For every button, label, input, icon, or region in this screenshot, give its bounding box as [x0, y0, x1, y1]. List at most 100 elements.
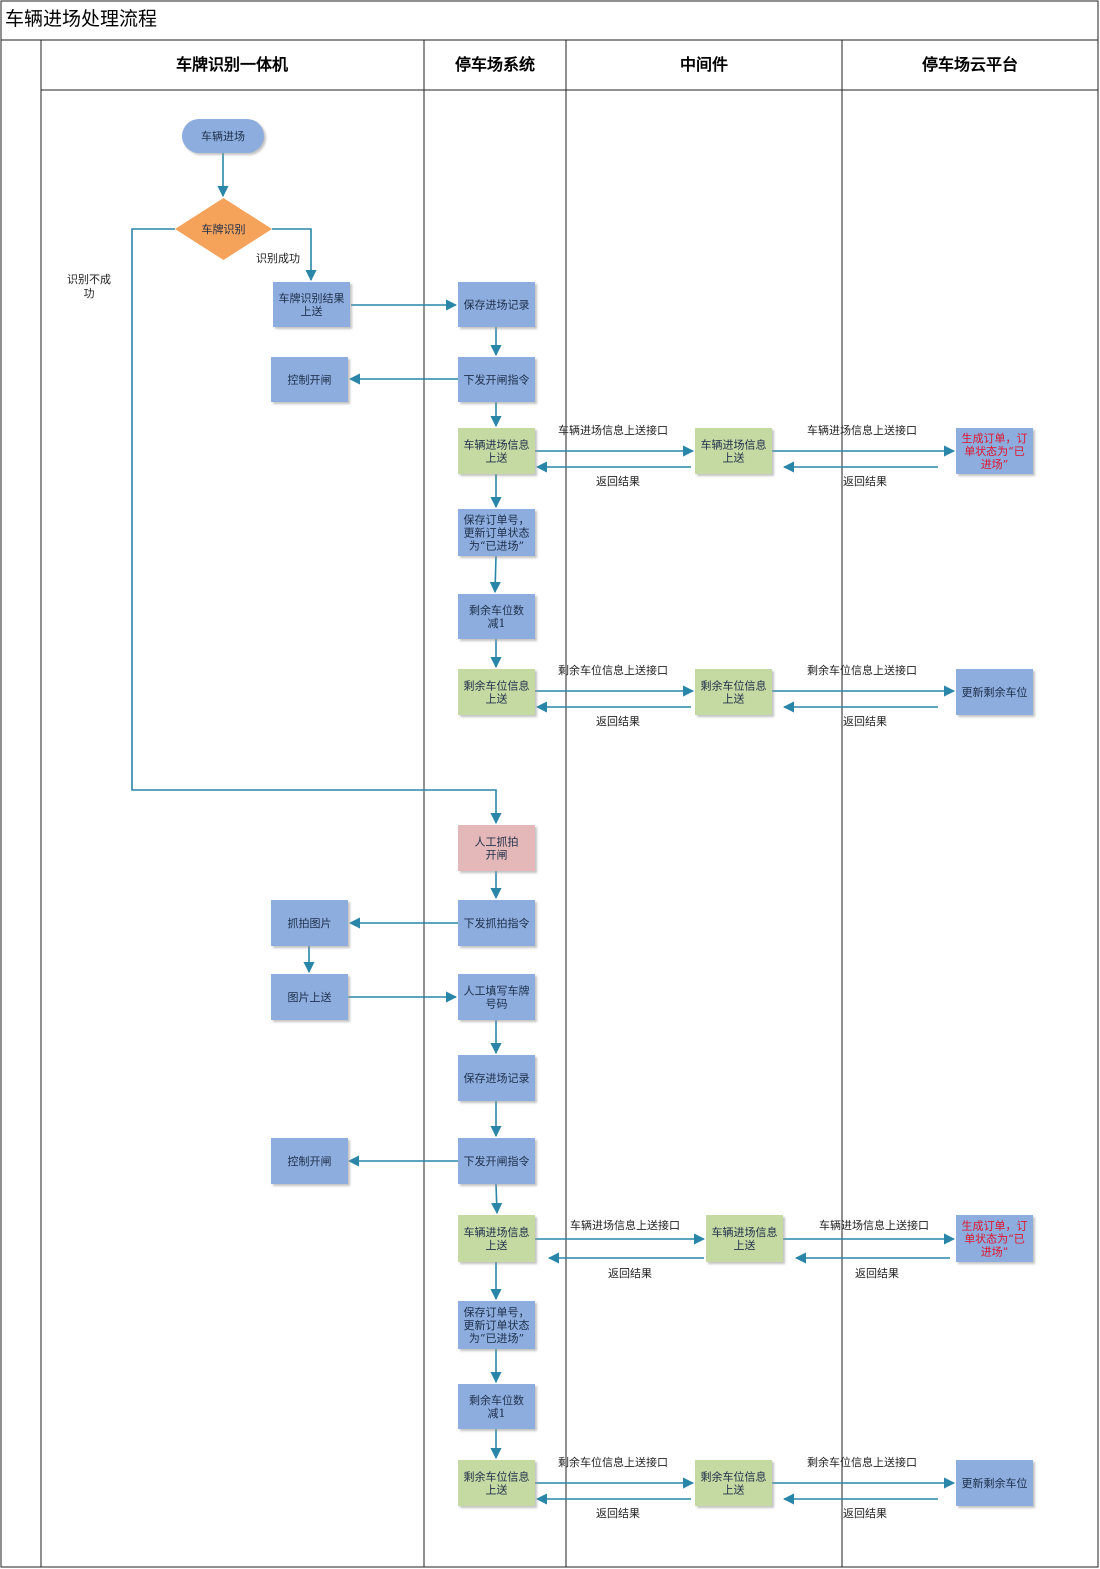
process-shape [271, 1138, 348, 1184]
node-text: 车辆进场信息 [464, 1225, 530, 1239]
node-save2: 保存进场记录 [458, 1055, 535, 1101]
node-text: 为“已进场” [469, 539, 524, 553]
node-text: 保存订单号， [464, 513, 530, 527]
node-start: 车辆进场 [182, 119, 264, 153]
process-shape [458, 1460, 535, 1506]
node-text: 上送 [486, 1483, 508, 1497]
node-snap-cmd: 下发抓拍指令 [458, 900, 535, 946]
node-snap: 抓拍图片 [271, 900, 348, 946]
node-space-up1: 剩余车位信息上送 [458, 669, 535, 715]
process-shape [956, 1460, 1033, 1506]
node-text: 上送 [301, 304, 323, 318]
node-gate-cmd1: 下发开闸指令 [458, 357, 535, 402]
process-shape [695, 669, 772, 715]
node-text: 保存进场记录 [464, 298, 530, 312]
process-shape [956, 428, 1033, 474]
node-entry-up2: 车辆进场信息上送 [458, 1215, 535, 1262]
edge-gate2-to-entry2 [491, 1183, 503, 1215]
node-gate-cmd2: 下发开闸指令 [458, 1138, 535, 1184]
node-text: 图片上送 [288, 990, 332, 1004]
process-shape [458, 825, 535, 871]
process-shape [695, 1460, 772, 1506]
node-text: 号码 [486, 998, 508, 1011]
label-interface: 剩余车位信息上送接口 [558, 663, 668, 677]
node-text: 剩余车位信息 [464, 679, 530, 693]
node-decision: 车牌识别 [175, 198, 272, 260]
node-text: 上送 [723, 1483, 745, 1497]
node-cloud-space1: 更新剩余车位 [956, 669, 1033, 715]
node-text: 车辆进场信息 [701, 438, 767, 452]
node-text: 控制开闸 [288, 1154, 332, 1168]
process-shape [458, 357, 535, 402]
node-text: 生成订单，订 [962, 1219, 1028, 1233]
node-text: 车牌识别结果 [279, 291, 345, 305]
node-text: 下发抓拍指令 [464, 916, 530, 930]
process-shape [458, 509, 535, 556]
node-open2: 控制开闸 [271, 1138, 348, 1184]
label-return: 返回结果 [843, 475, 887, 488]
process-shape [271, 357, 348, 402]
node-text: 车辆进场 [201, 129, 245, 143]
node-text: 剩余车位信息 [701, 1470, 767, 1484]
label-return: 返回结果 [596, 475, 640, 488]
node-text: 单状态为“已 [964, 444, 1025, 458]
node-text: 人工填写车牌 [464, 984, 530, 998]
node-save1: 保存进场记录 [458, 282, 535, 327]
node-text: 剩余车位信息 [464, 1470, 530, 1484]
node-text: 单状态为“已 [964, 1232, 1025, 1246]
lane-header-plate-recognizer: 车牌识别一体机 [176, 55, 288, 74]
edge-labels: 识别不成功识别成功车辆进场信息上送接口车辆进场信息上送接口返回结果返回结果剩余车… [67, 252, 929, 1520]
node-cloud-space2: 更新剩余车位 [956, 1460, 1033, 1506]
node-text: 保存进场记录 [464, 1071, 530, 1085]
nodes: 车辆进场车牌识别车牌识别结果上送保存进场记录下发开闸指令控制开闸车辆进场信息上送… [175, 119, 1033, 1506]
process-shape [273, 282, 350, 327]
node-text: 生成订单，订 [962, 431, 1028, 445]
process-shape [458, 1301, 535, 1349]
process-shape [458, 282, 535, 327]
node-entry-up1: 车辆进场信息上送 [458, 428, 535, 474]
node-text: 进场” [981, 1245, 1009, 1259]
process-shape [458, 974, 535, 1020]
label-recognition-failed: 识别不成 [67, 273, 111, 286]
node-pic-up: 图片上送 [271, 974, 348, 1020]
process-shape [458, 1138, 535, 1184]
edge-saveorder-to-dec [489, 555, 501, 594]
label-return: 返回结果 [843, 1507, 887, 1520]
node-text: 更新剩余车位 [962, 685, 1028, 699]
node-open1: 控制开闸 [271, 357, 348, 402]
node-text: 车辆进场信息 [712, 1225, 778, 1239]
node-text: 上送 [723, 451, 745, 465]
node-text: 进场” [981, 457, 1009, 471]
node-text: 上送 [723, 692, 745, 706]
node-text: 下发开闸指令 [464, 1154, 530, 1168]
label-return: 返回结果 [596, 1507, 640, 1520]
node-text: 下发开闸指令 [464, 373, 530, 387]
node-text: 人工抓拍 [475, 835, 519, 849]
label-return: 返回结果 [608, 1267, 652, 1280]
node-text: 更新订单状态 [464, 1318, 530, 1332]
node-mid-space1: 剩余车位信息上送 [695, 669, 772, 715]
node-mid-space2: 剩余车位信息上送 [695, 1460, 772, 1506]
edge-decision-success [272, 228, 317, 282]
process-shape [458, 594, 535, 639]
node-text: 车辆进场信息 [464, 438, 530, 452]
node-text: 剩余车位数 [469, 1393, 524, 1407]
label-recognition-failed: 功 [84, 287, 95, 300]
node-text: 控制开闸 [288, 373, 332, 387]
lane-header-middleware: 中间件 [680, 55, 728, 74]
diagram-title: 车辆进场处理流程 [5, 8, 157, 30]
node-mid-entry2: 车辆进场信息上送 [706, 1215, 783, 1262]
label-interface: 剩余车位信息上送接口 [807, 1455, 917, 1469]
node-text: 车牌识别 [202, 222, 246, 236]
node-space-up2: 剩余车位信息上送 [458, 1460, 535, 1506]
process-shape [956, 1215, 1033, 1262]
label-return: 返回结果 [855, 1267, 899, 1280]
